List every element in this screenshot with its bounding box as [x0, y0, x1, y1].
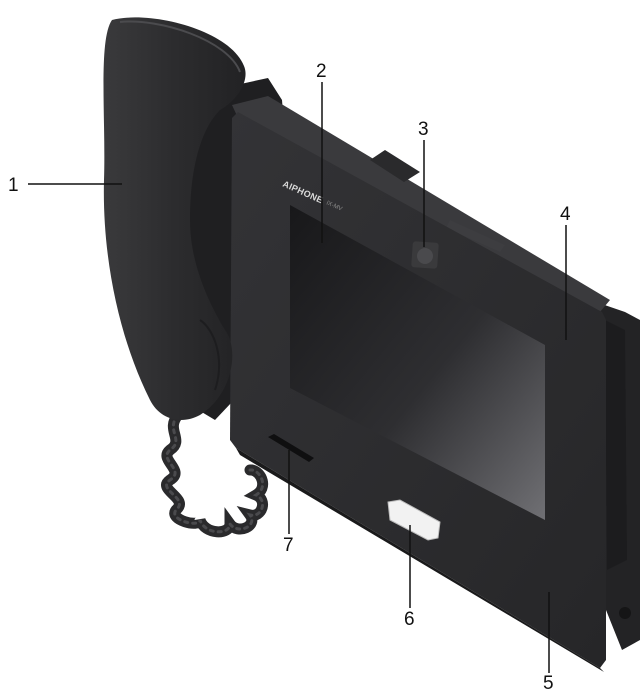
handset [103, 17, 246, 420]
main-unit-top-edge [232, 96, 610, 312]
camera-lens-icon [417, 248, 433, 264]
callout-2: 2 [316, 61, 327, 82]
leader-lines [28, 82, 567, 673]
coiled-cord [161, 409, 269, 538]
callout-5: 5 [543, 673, 554, 691]
side-port-icon [619, 607, 631, 619]
callout-4: 4 [560, 204, 571, 225]
callout-6: 6 [404, 609, 415, 630]
callout-7: 7 [283, 535, 294, 556]
main-unit-bottom-edge [236, 448, 604, 672]
callout-labels: 1 2 3 4 5 6 7 [8, 61, 571, 691]
indicator-button [387, 499, 441, 541]
callout-1: 1 [8, 175, 19, 196]
camera [411, 241, 439, 269]
display-screen [290, 205, 545, 520]
microphone-slot [268, 434, 314, 462]
callout-3: 3 [418, 119, 429, 140]
